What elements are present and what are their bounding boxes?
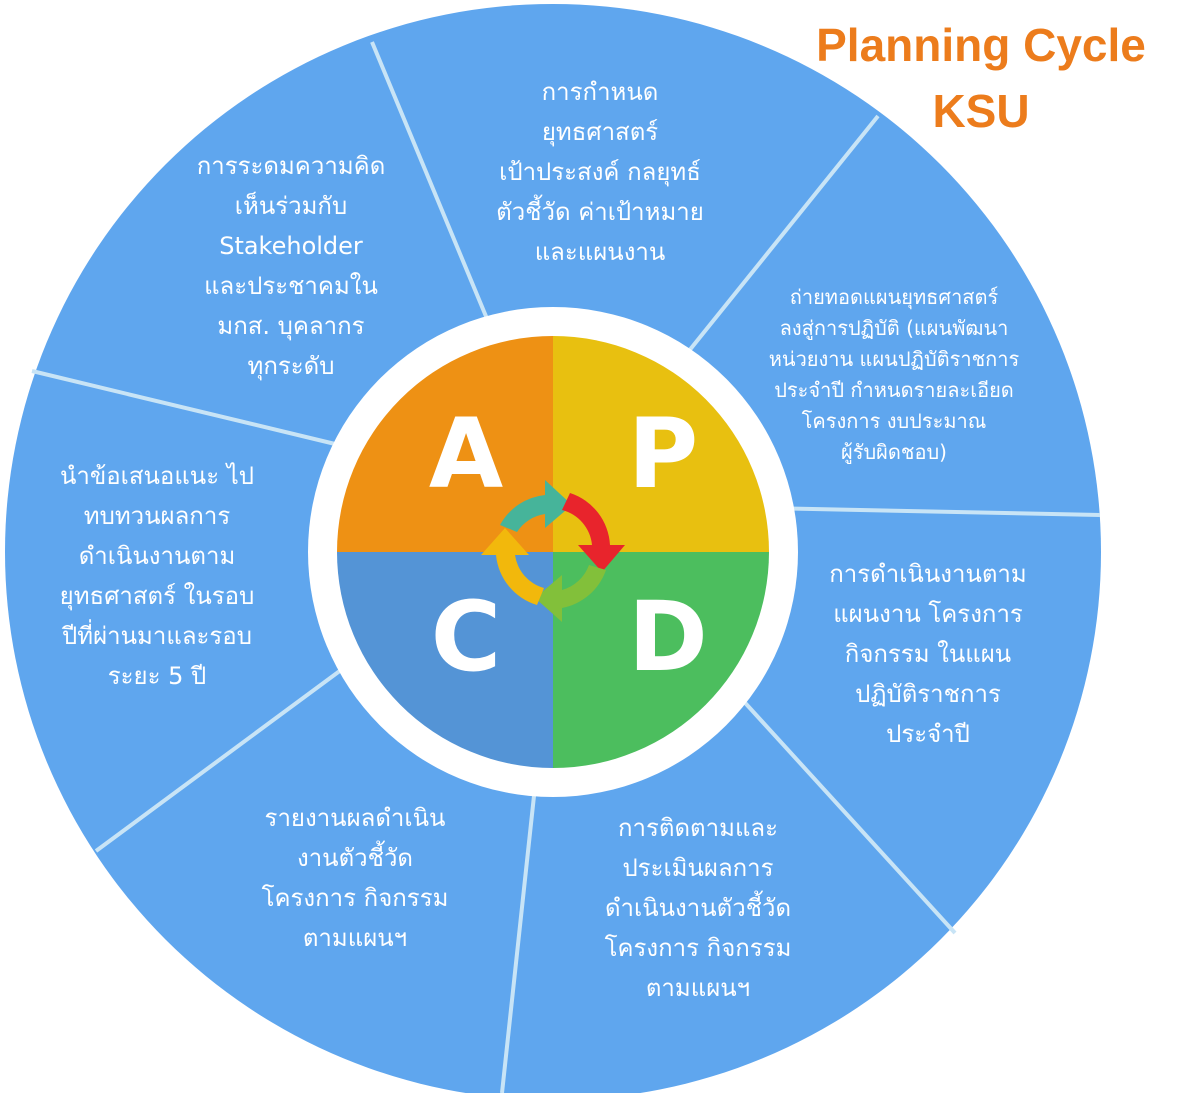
segment-text-line: รายงานผลดำเนิน: [265, 804, 446, 832]
letter-a: A: [429, 398, 503, 510]
segment-text-line: ลงสู่การปฏิบัติ (แผนพัฒนา: [780, 316, 1009, 341]
segment-text-line: ทุกระดับ: [248, 352, 335, 381]
segment-text-line: เป้าประสงค์ กลยุทธ์: [499, 158, 701, 187]
segment-review-suggestions: นำข้อเสนอแนะ ไปทบทวนผลการดำเนินงานตามยุท…: [60, 462, 255, 690]
divider-line: [370, 41, 497, 339]
segment-text-line: ทบทวนผลการ: [84, 502, 231, 530]
divider-line: [94, 654, 362, 853]
segment-text-line: เห็นร่วมกับ: [235, 191, 347, 220]
segment-text-line: ผู้รับผิดชอบ): [841, 440, 947, 465]
segment-text-line: ยุทธศาสตร์: [542, 118, 658, 147]
segment-text-line: ประเมินผลการ: [622, 854, 773, 882]
segment-text-line: แผนงาน โครงการ: [833, 600, 1023, 628]
segment-text-line: งานตัวชี้วัด: [297, 840, 413, 872]
title-line-2: KSU: [932, 85, 1030, 137]
segment-text-line: มกส. บุคลากร: [217, 312, 364, 341]
letter-c: C: [431, 581, 501, 693]
segment-text-line: ถ่ายทอดแผนยุทธศาสตร์: [790, 285, 999, 310]
segment-text-line: กิจกรรม ในแผน: [845, 640, 1011, 668]
title-line-1: Planning Cycle: [816, 19, 1146, 71]
divider-line: [31, 369, 361, 452]
segment-text-line: ยุทธศาสตร์ ในรอบ: [60, 582, 255, 611]
segment-text-line: ดำเนินงานตาม: [79, 542, 236, 570]
segment-text-line: ประจำปี กำหนดรายละเอียด: [774, 378, 1014, 402]
segment-text-line: การติดตามและ: [618, 814, 778, 842]
quadrant-check: [337, 552, 553, 768]
segment-monitor-evaluate: การติดตามและประเมินผลการดำเนินงานตัวชี้ว…: [605, 814, 792, 1002]
segment-text-line: โครงการ กิจกรรม: [605, 934, 792, 962]
segment-text-line: และแผนงาน: [535, 238, 666, 266]
page-title: Planning Cycle KSU: [791, 12, 1171, 144]
segment-text-line: ปฏิบัติราชการ: [855, 680, 1001, 708]
cycle-arrows-icon: [481, 480, 625, 622]
segment-text-line: ตามแผนฯ: [303, 924, 407, 952]
divider-line: [500, 767, 539, 1094]
segment-deploy-plan: ถ่ายทอดแผนยุทธศาสตร์ลงสู่การปฏิบัติ (แผน…: [769, 285, 1020, 465]
letter-p: P: [628, 398, 698, 510]
segment-text-line: ประจำปี: [886, 720, 970, 748]
segment-text-line: การกำหนด: [542, 78, 659, 106]
segment-text-line: โครงการ กิจกรรม: [262, 884, 449, 912]
letter-d: D: [628, 581, 708, 693]
segment-text-line: การระดมความคิด: [197, 152, 386, 180]
divider-line: [674, 114, 880, 369]
segment-brainstorm-stakeholder: การระดมความคิดเห็นร่วมกับ Stakeholder และป…: [197, 152, 386, 381]
segment-text-line: การดำเนินงานตาม: [829, 560, 1026, 588]
segment-text-line: ตัวชี้วัด ค่าเป้าหมาย: [496, 194, 704, 226]
quadrant-do: [553, 552, 769, 768]
segment-text-line: ดำเนินงานตัวชี้วัด: [605, 890, 791, 922]
segment-text-line: ปีที่ผ่านมาและรอบ: [61, 619, 252, 650]
quadrant-plan: [553, 336, 769, 552]
segment-text-line: และประชาคมใน: [204, 272, 378, 300]
segment-text-line: หน่วยงาน แผนปฏิบัติราชการ: [769, 347, 1020, 371]
divider-line: [725, 681, 957, 935]
segment-text-line: นำข้อเสนอแนะ ไป: [60, 462, 254, 490]
segment-text-line: ตามแผนฯ: [646, 974, 750, 1002]
segment-dividers: [31, 41, 1101, 1094]
segment-text-line: Stakeholder: [219, 232, 363, 260]
quadrant-act: [337, 336, 553, 552]
divider-line: [764, 506, 1101, 517]
segment-text-line: ระยะ 5 ปี: [108, 662, 207, 690]
segment-text-line: โครงการ งบประมาณ: [802, 409, 987, 433]
